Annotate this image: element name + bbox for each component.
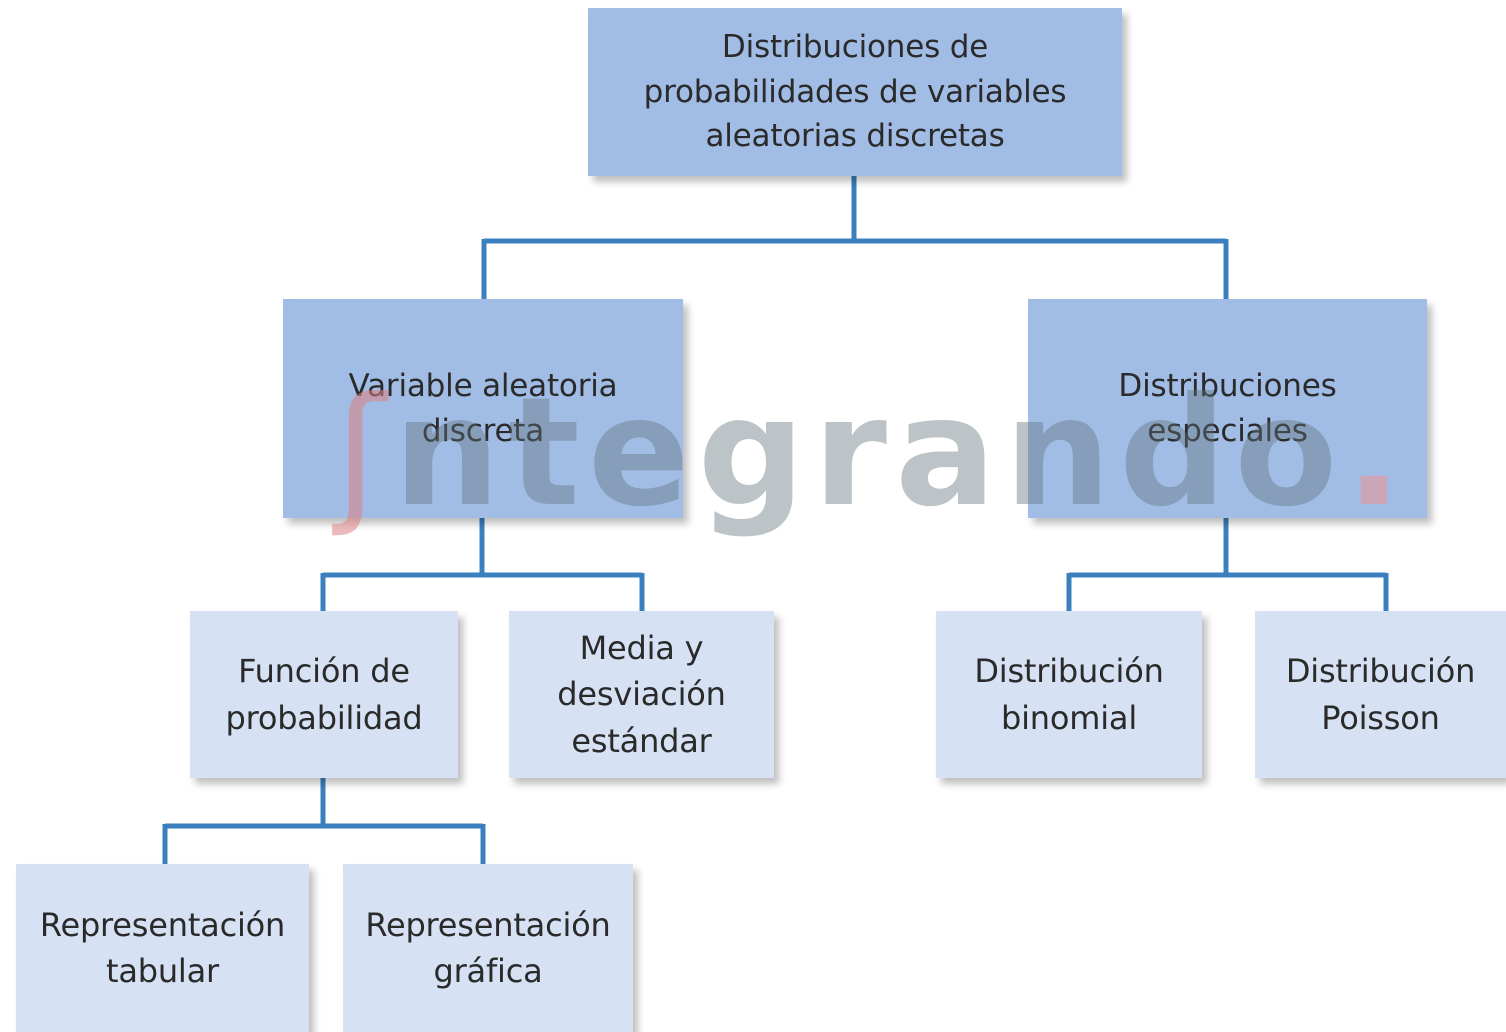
media-desviacion-label: Media y desviación estándar bbox=[557, 628, 726, 760]
representacion-grafica-node: Representación gráfica bbox=[343, 864, 633, 1032]
variable-aleatoria-node: Variable aleatoria discreta bbox=[283, 299, 683, 518]
funcion-probabilidad-label: Función de probabilidad bbox=[225, 652, 423, 737]
connector-variable bbox=[320, 518, 645, 611]
connector-root bbox=[481, 176, 1229, 299]
distribucion-binomial-node: Distribución binomial bbox=[936, 611, 1202, 778]
funcion-probabilidad-node: Función de probabilidad bbox=[190, 611, 458, 778]
media-desviacion-node: Media y desviación estándar bbox=[509, 611, 774, 778]
connector-funcion bbox=[162, 778, 486, 864]
representacion-tabular-node: Representación tabular bbox=[16, 864, 309, 1032]
distribuciones-especiales-node: Distribuciones especiales bbox=[1028, 299, 1427, 518]
distribucion-poisson-node: Distribución Poisson bbox=[1255, 611, 1506, 778]
connector-especiales bbox=[1066, 518, 1389, 611]
representacion-tabular-label: Representación tabular bbox=[39, 905, 286, 990]
distribuciones-especiales-label: Distribuciones especiales bbox=[1118, 367, 1337, 449]
distribucion-poisson-label: Distribución Poisson bbox=[1285, 652, 1476, 737]
distribucion-binomial-label: Distribución binomial bbox=[974, 652, 1164, 737]
root-node: Distribuciones de probabilidades de vari… bbox=[588, 8, 1122, 176]
variable-aleatoria-label: Variable aleatoria discreta bbox=[348, 367, 618, 449]
root-label: Distribuciones de probabilidades de vari… bbox=[643, 28, 1067, 155]
representacion-grafica-label: Representación gráfica bbox=[365, 905, 611, 990]
